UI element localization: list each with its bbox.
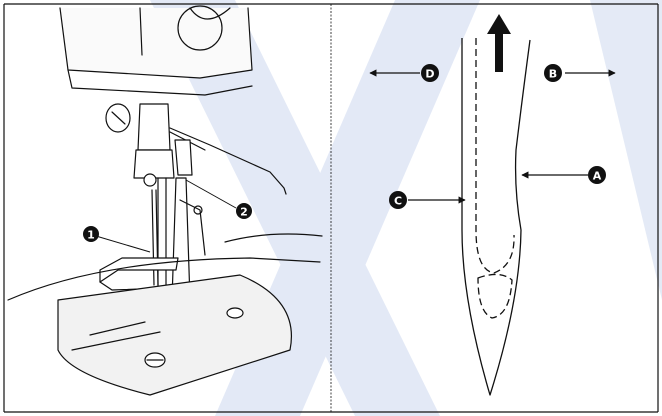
callout-2-label: 2 <box>240 206 248 219</box>
callout-A: A <box>588 166 606 184</box>
sewing-machine-illustration <box>7 5 323 396</box>
callout-D: D <box>421 64 439 82</box>
callout-A-label: A <box>593 170 602 183</box>
callout-B: B <box>544 64 562 82</box>
callout-D-label: D <box>425 68 434 81</box>
callout-B-label: B <box>549 68 557 81</box>
left-leaders <box>95 179 237 253</box>
up-arrow <box>487 14 511 72</box>
callout-C: C <box>389 191 407 209</box>
callout-1-label: 1 <box>87 229 95 242</box>
callout-C-label: C <box>394 195 402 208</box>
right-arrows <box>369 69 616 204</box>
needle-illustration <box>461 38 531 396</box>
callout-1: 1 <box>83 226 99 242</box>
callout-2: 2 <box>236 203 252 219</box>
